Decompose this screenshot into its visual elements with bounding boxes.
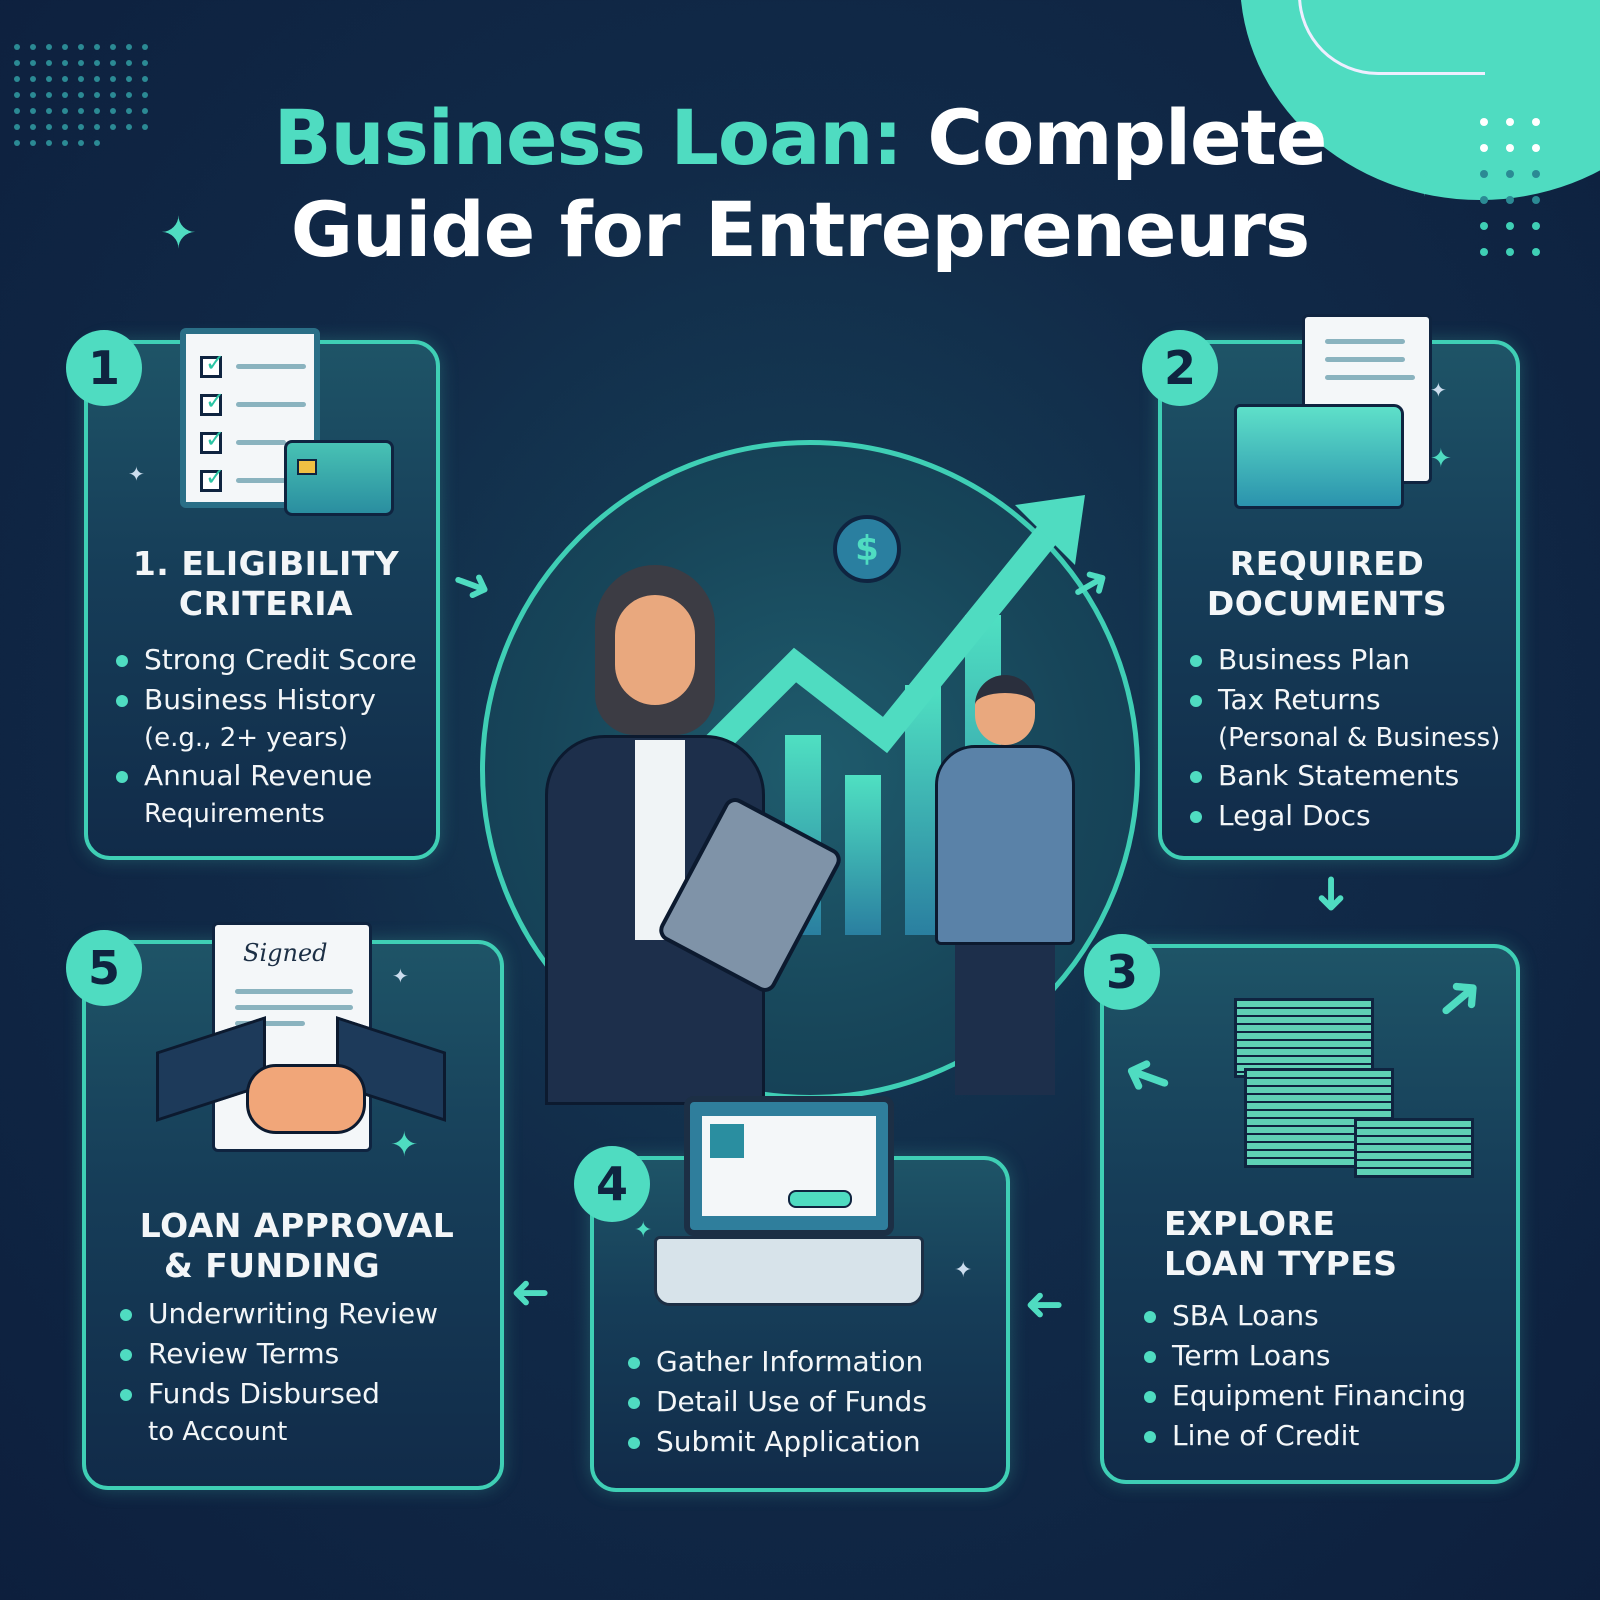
credit-card-icon: [284, 440, 394, 516]
submit-button-graphic: [788, 1190, 852, 1208]
step-card-approval: Signed 5 ✦ ✦ LOAN APPROVAL& FUNDING Unde…: [66, 922, 504, 1490]
step-card-application: 4 ✦ ✦ Gather Information Detail Use of F…: [574, 1096, 1010, 1492]
step-bullet-list: Gather Information Detail Use of Funds S…: [626, 1342, 927, 1462]
sparkle-icon: ✦: [1430, 444, 1452, 474]
list-item: Underwriting Review: [118, 1294, 438, 1334]
step-bullet-list: Strong Credit Score Business History(e.g…: [114, 640, 417, 832]
list-item: Line of Credit: [1142, 1416, 1466, 1456]
list-item: Equipment Financing: [1142, 1376, 1466, 1416]
sparkle-icon: ✦: [1430, 378, 1447, 402]
sparkle-icon: ✦: [634, 1218, 653, 1243]
list-item: Tax Returns(Personal & Business): [1188, 680, 1500, 756]
arrow-step2-to-step3: ➜: [1304, 873, 1361, 915]
step-bullet-list: Business Plan Tax Returns(Personal & Bus…: [1188, 640, 1500, 836]
step-title: LOAN APPROVAL& FUNDING: [139, 1206, 455, 1285]
sparkle-icon: ✦: [954, 1258, 973, 1283]
user-avatar-icon: [710, 1124, 744, 1158]
list-item: Strong Credit Score: [114, 640, 417, 680]
sparkle-icon: ✦: [392, 964, 409, 988]
arrow-step4-to-step5: ➜: [510, 1266, 551, 1322]
list-item: Submit Application: [626, 1422, 927, 1462]
arrow-step3-to-step4: ➜: [1024, 1278, 1065, 1334]
list-item: Term Loans: [1142, 1336, 1466, 1376]
sparkle-icon: ✦: [128, 462, 145, 486]
left-arrow-icon: ➜: [1111, 1036, 1183, 1120]
step-number-badge: 5: [66, 930, 142, 1006]
growth-arrow-icon: [645, 495, 1085, 815]
step-number-badge: 3: [1084, 934, 1160, 1010]
businessman-figure: [935, 675, 1075, 1095]
sparkle-icon: ✦: [160, 208, 197, 259]
list-item: Gather Information: [626, 1342, 927, 1382]
arrow-step1-to-center: ➜: [443, 550, 501, 618]
title-line1-rest: Complete: [927, 93, 1327, 182]
list-item: Detail Use of Funds: [626, 1382, 927, 1422]
dollar-coin-icon: $: [833, 515, 901, 583]
clipboard-checklist-icon: [180, 318, 330, 508]
laptop-icon: [684, 1096, 894, 1236]
list-item: Bank Statements: [1188, 756, 1500, 796]
step-bullet-list: Underwriting Review Review Terms Funds D…: [118, 1294, 438, 1450]
title-line2: Guide for Entrepreneurs: [290, 185, 1310, 274]
sparkle-icon: ✦: [1410, 165, 1439, 205]
folder-icon: [1234, 404, 1404, 509]
page-title: Business Loan: Complete Guide for Entrep…: [0, 92, 1600, 276]
dot-grid-decor-left: [14, 44, 148, 146]
step-number-badge: 2: [1142, 330, 1218, 406]
step-number-badge: 4: [574, 1146, 650, 1222]
list-item: Review Terms: [118, 1334, 438, 1374]
list-item: Legal Docs: [1188, 796, 1500, 836]
list-item: Business Plan: [1188, 640, 1500, 680]
sparkle-icon: ✦: [390, 1125, 419, 1165]
title-accent: Business Loan:: [273, 93, 903, 182]
corner-decor-line: [1380, 72, 1485, 75]
money-stacks-icon: [1224, 978, 1474, 1178]
center-illustration: $: [480, 440, 1140, 1105]
list-item: Business History(e.g., 2+ years): [114, 680, 417, 756]
step-number-badge: 1: [66, 330, 142, 406]
businesswoman-figure: [535, 565, 845, 1105]
handshake-icon: [156, 1016, 446, 1134]
list-item: SBA Loans: [1142, 1296, 1466, 1336]
step-bullet-list: SBA Loans Term Loans Equipment Financing…: [1142, 1296, 1466, 1456]
dot-grid-decor-right: [1480, 118, 1540, 256]
